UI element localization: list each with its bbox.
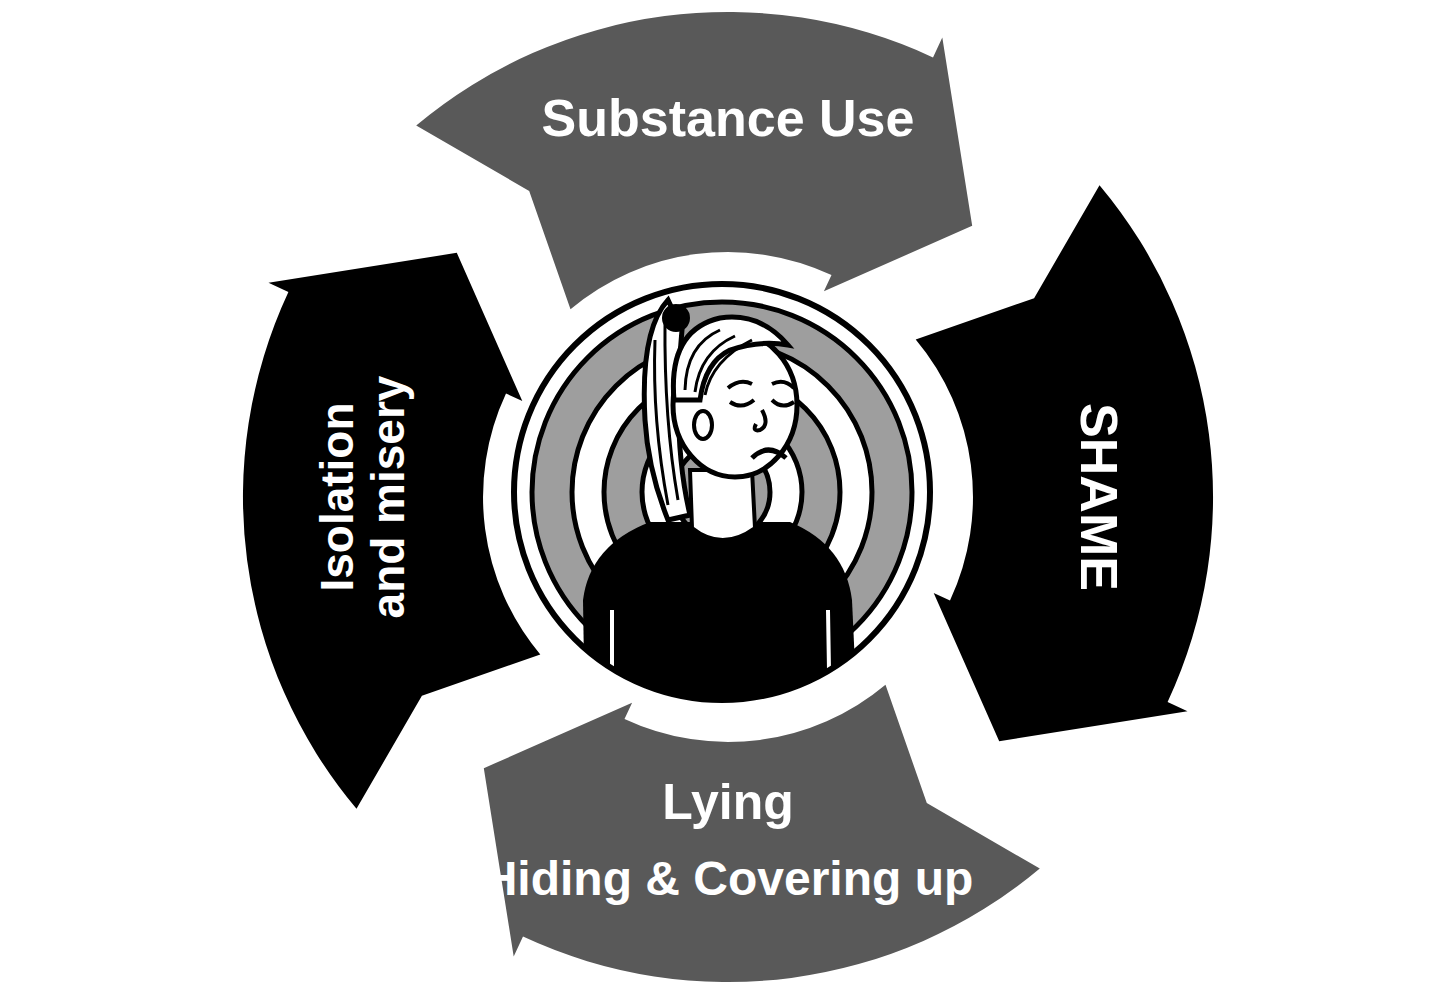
cycle-arrow-band: LyingHiding & Covering up bbox=[481, 682, 1041, 984]
cycle-arrow-band: Isolation and misery bbox=[241, 250, 543, 810]
arrow-band-shape bbox=[913, 183, 1215, 743]
arrow-band-outline bbox=[243, 253, 540, 809]
band-label: Hiding & Covering up bbox=[483, 853, 974, 906]
band-label: SHAME bbox=[1069, 403, 1126, 591]
arrow-band-shape bbox=[414, 10, 974, 312]
band-label: Isolation and misery bbox=[312, 362, 413, 632]
arrow-band-shape bbox=[481, 682, 1041, 984]
arrow-band-outline bbox=[484, 685, 1040, 982]
band-label: Lying bbox=[662, 775, 793, 830]
arrow-band-outline bbox=[916, 185, 1213, 741]
cycle-arrow-band: SHAME bbox=[913, 183, 1215, 743]
arrow-band-outline bbox=[416, 12, 972, 309]
band-label: Substance Use bbox=[542, 90, 915, 147]
cycle-arrow-band: Substance Use bbox=[414, 10, 974, 312]
